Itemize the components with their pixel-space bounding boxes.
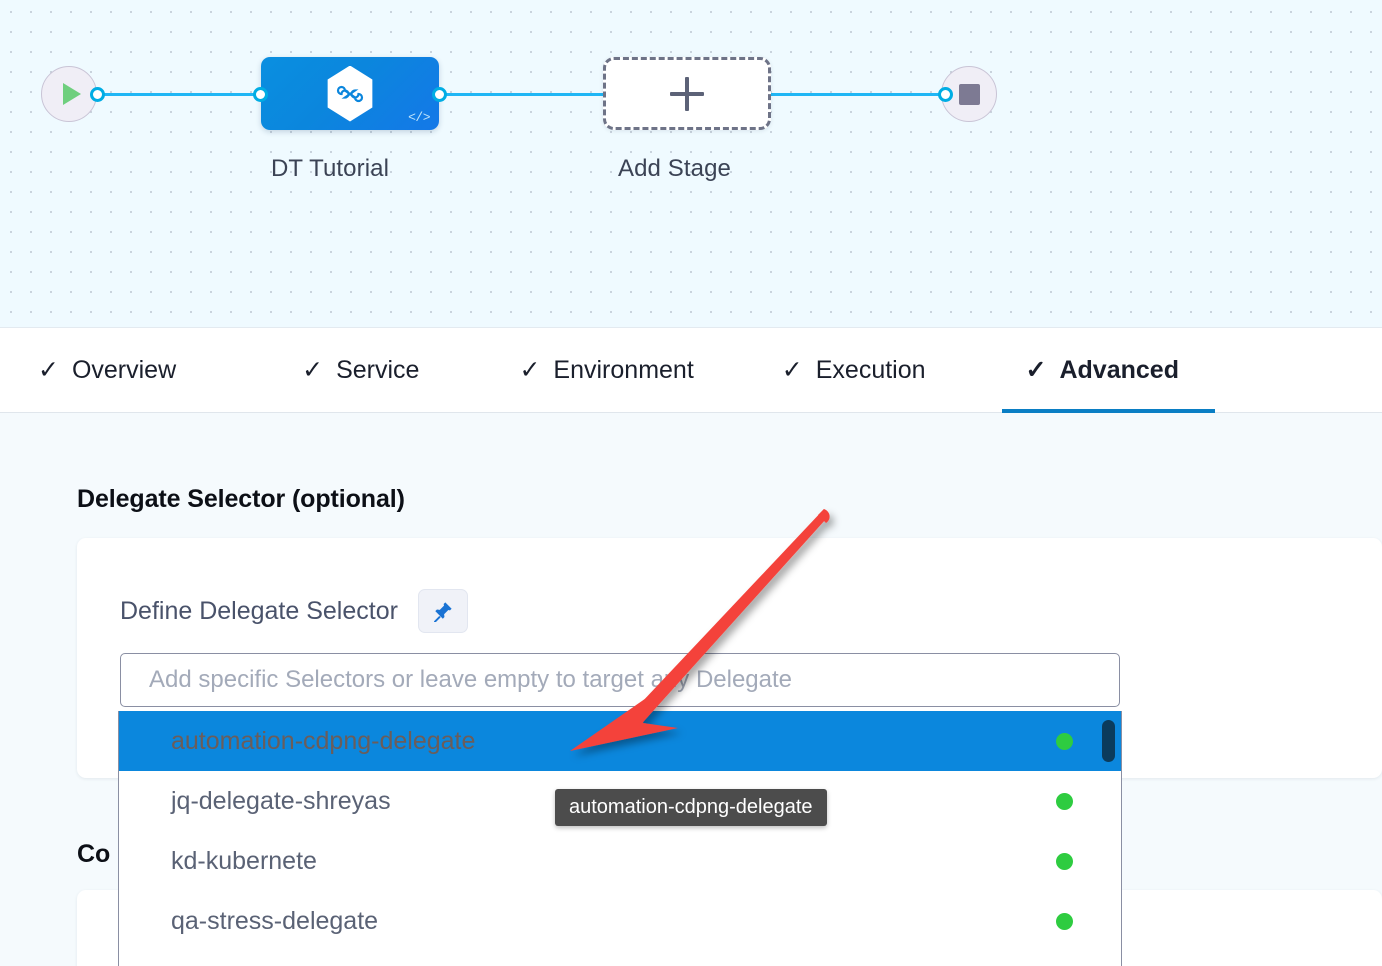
connector-port-start-output[interactable] <box>90 87 105 102</box>
pipeline-start-node[interactable] <box>41 66 97 122</box>
define-delegate-selector-row: Define Delegate Selector <box>120 589 468 633</box>
tab-environment-label: Environment <box>553 355 694 384</box>
delegate-selector-input[interactable] <box>120 653 1120 707</box>
connector-port-end-input[interactable] <box>938 87 953 102</box>
delegate-status-dot <box>1056 912 1073 930</box>
add-stage-label: Add Stage <box>618 155 731 182</box>
check-icon: ✓ <box>38 355 59 384</box>
dropdown-option-label: qa-stress-delegate <box>171 906 379 935</box>
tab-environment[interactable]: ✓ Environment <box>519 328 693 413</box>
tab-advanced[interactable]: ✓ Advanced <box>1001 328 1216 413</box>
tab-overview-label: Overview <box>71 355 177 384</box>
dropdown-option-label: automation-cdpng-delegate <box>171 726 476 755</box>
pushpin-button[interactable] <box>417 589 468 633</box>
add-stage-button[interactable] <box>603 57 771 130</box>
delegate-status-dot <box>1056 852 1073 870</box>
play-icon <box>62 83 81 105</box>
delegate-selector-dropdown[interactable]: automation-cdpng-delegate jq-delegate-sh… <box>118 711 1122 966</box>
dropdown-option-jq-delegate-shreyas[interactable]: jq-delegate-shreyas <box>119 771 1121 831</box>
pipeline-canvas[interactable]: </> DT Tutorial Add Stage <box>0 0 1382 328</box>
stage-node-dt-tutorial[interactable]: </> <box>261 57 439 130</box>
check-icon: ✓ <box>781 355 803 384</box>
delegate-status-dot <box>1056 732 1073 750</box>
hexagon-infinity-icon <box>327 65 373 122</box>
dropdown-option-qa-stress-delegate[interactable]: qa-stress-delegate <box>119 891 1121 951</box>
tab-execution-label: Execution <box>815 355 926 384</box>
tab-advanced-label: Advanced <box>1059 355 1179 384</box>
tab-execution[interactable]: ✓ Execution <box>782 328 926 413</box>
check-icon: ✓ <box>1025 355 1047 384</box>
second-section-title: Co <box>77 840 111 868</box>
check-icon: ✓ <box>302 355 324 384</box>
stage-template-code-icon: </> <box>408 110 430 125</box>
connector-port-stage-output[interactable] <box>432 87 447 102</box>
check-icon: ✓ <box>519 355 541 384</box>
connector-port-stage-input[interactable] <box>253 87 268 102</box>
delegate-status-dot <box>1056 792 1073 810</box>
connector-line-start-to-stage <box>96 93 268 96</box>
stage-config-tabbar: ✓ Overview ✓ Service ✓ Environment ✓ Exe… <box>0 328 1382 413</box>
define-delegate-selector-label: Define Delegate Selector <box>120 596 398 625</box>
pushpin-icon <box>433 602 452 622</box>
dropdown-option-label: kd-kubernete <box>171 846 317 875</box>
dropdown-scrollbar-thumb[interactable] <box>1102 720 1115 762</box>
connector-line-stage-to-add <box>438 93 612 96</box>
stage-node-label: DT Tutorial <box>271 155 390 182</box>
delegate-name-tooltip: automation-cdpng-delegate <box>555 789 827 826</box>
dropdown-option-kd-kubernete[interactable]: kd-kubernete <box>119 831 1121 891</box>
plus-icon-vertical <box>685 76 689 111</box>
dropdown-option-automation-cdpng-delegate[interactable]: automation-cdpng-delegate <box>119 711 1121 771</box>
dropdown-option-label: jq-delegate-shreyas <box>171 786 391 815</box>
tab-service-label: Service <box>336 355 420 384</box>
stop-icon <box>958 83 980 105</box>
tab-service[interactable]: ✓ Service <box>302 328 419 413</box>
delegate-selector-section-title: Delegate Selector (optional) <box>77 485 405 513</box>
connector-line-add-to-end <box>770 93 954 96</box>
tab-overview[interactable]: ✓ Overview <box>38 328 176 413</box>
